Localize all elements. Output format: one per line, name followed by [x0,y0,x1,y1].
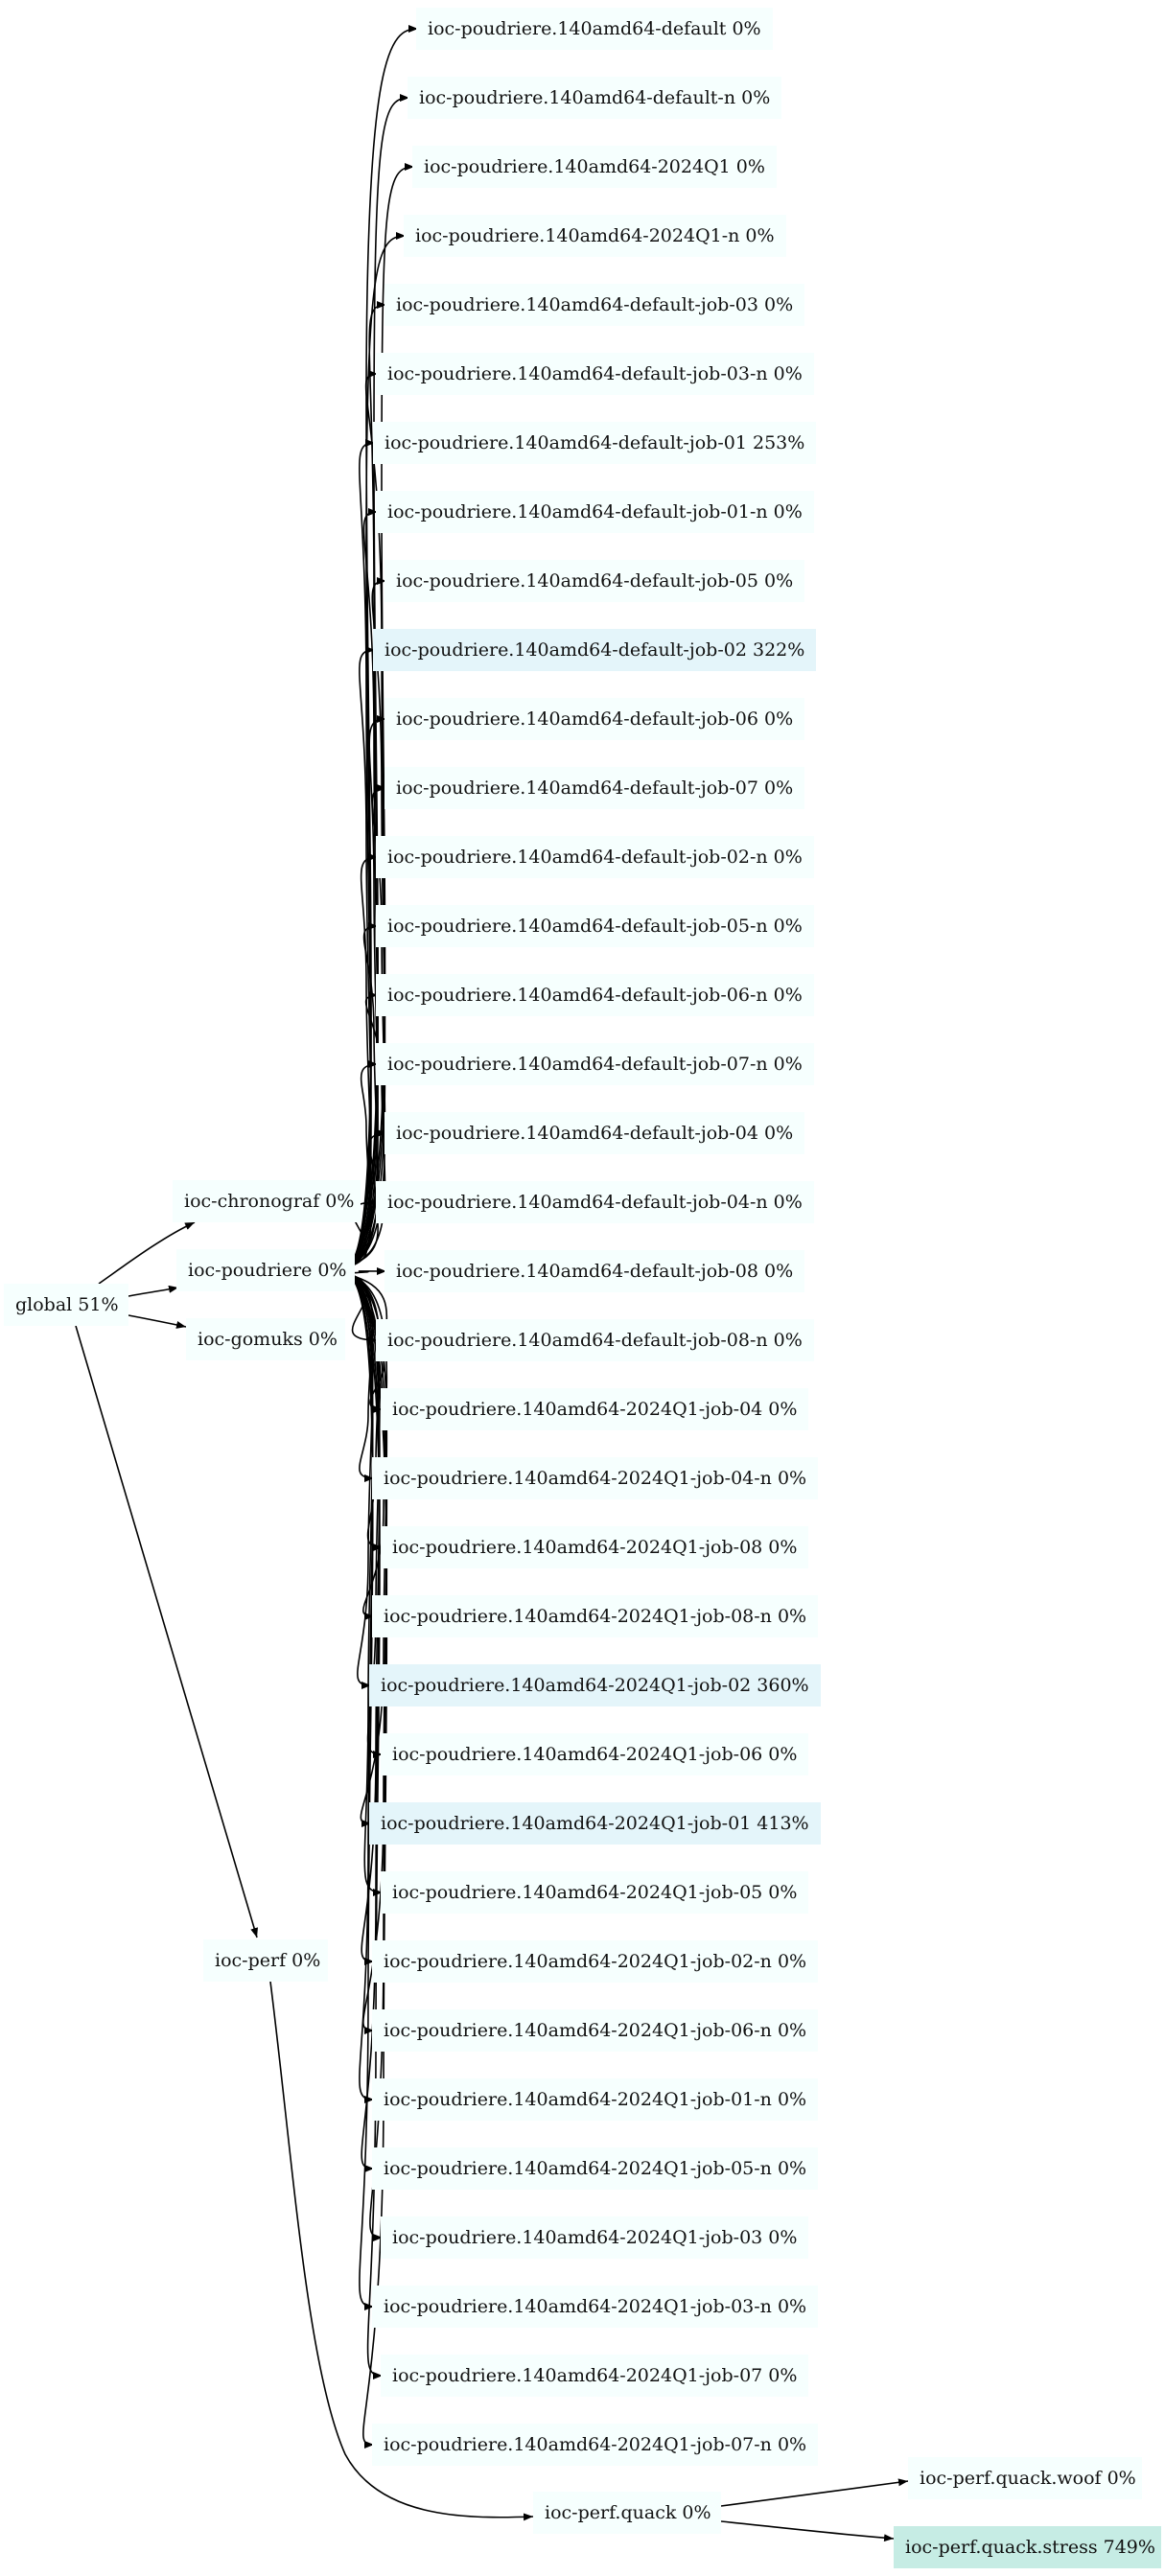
edge-global-chronograf [98,1221,196,1285]
node-jail-21[interactable]: ioc-poudriere.140amd64-2024Q1-job-04-n 0… [372,1457,819,1499]
node-jail-13[interactable]: ioc-poudriere.140amd64-default-job-05-n … [376,905,814,947]
node-ioc-perf[interactable]: ioc-perf 0% [203,1939,328,1982]
node-jail-0[interactable]: ioc-poudriere.140amd64-default 0% [416,8,773,50]
node-jail-15[interactable]: ioc-poudriere.140amd64-default-job-07-n … [376,1043,814,1085]
edge-poudriere-jail-31 [346,1273,381,2172]
node-ioc-gomuks[interactable]: ioc-gomuks 0% [186,1318,345,1360]
node-jail-6[interactable]: ioc-poudriere.140amd64-default-job-01 25… [373,422,817,464]
edge-poudriere-jail-33 [346,1273,375,2310]
edge-poudriere-jail-18 [346,1266,387,1275]
edge-poudriere-jail-34 [346,1273,384,2379]
node-jail-10[interactable]: ioc-poudriere.140amd64-default-job-06 0% [384,698,805,740]
node-jail-34[interactable]: ioc-poudriere.140amd64-2024Q1-job-07 0% [381,2355,809,2397]
node-jail-17[interactable]: ioc-poudriere.140amd64-default-job-04-n … [376,1181,814,1223]
edge-poudriere-jail-13 [346,922,379,1267]
node-jail-24[interactable]: ioc-poudriere.140amd64-2024Q1-job-02 360… [369,1664,821,1706]
edge-poudriere-jail-4 [346,301,387,1267]
node-jail-29[interactable]: ioc-poudriere.140amd64-2024Q1-job-06-n 0… [372,2009,819,2052]
node-ioc-perf-quack-stress[interactable]: ioc-perf.quack.stress 749% [894,2526,1161,2568]
node-jail-32[interactable]: ioc-poudriere.140amd64-2024Q1-job-03 0% [381,2216,809,2259]
edge-global-gomuks [128,1314,187,1329]
edge-quack-stress [720,2520,895,2542]
node-jail-9[interactable]: ioc-poudriere.140amd64-default-job-02 32… [373,629,817,671]
edge-global-poudriere [128,1285,179,1297]
node-jail-5[interactable]: ioc-poudriere.140amd64-default-job-03-n … [376,353,814,395]
edge-poudriere-jail-16 [346,1129,387,1267]
edge-poudriere-jail-21 [346,1273,375,1482]
edge-quack-woof [720,2478,909,2507]
node-jail-7[interactable]: ioc-poudriere.140amd64-default-job-01-n … [376,491,814,533]
node-jail-3[interactable]: ioc-poudriere.140amd64-2024Q1-n 0% [404,215,786,257]
edge-poudriere-jail-9 [346,646,376,1267]
node-jail-25[interactable]: ioc-poudriere.140amd64-2024Q1-job-06 0% [381,1733,809,1775]
node-ioc-perf-quack-woof[interactable]: ioc-perf.quack.woof 0% [908,2457,1142,2499]
node-jail-33[interactable]: ioc-poudriere.140amd64-2024Q1-job-03-n 0… [372,2286,819,2328]
node-jail-31[interactable]: ioc-poudriere.140amd64-2024Q1-job-05-n 0… [372,2147,819,2190]
node-jail-27[interactable]: ioc-poudriere.140amd64-2024Q1-job-05 0% [381,1871,809,1914]
node-jail-2[interactable]: ioc-poudriere.140amd64-2024Q1 0% [412,146,777,188]
node-jail-11[interactable]: ioc-poudriere.140amd64-default-job-07 0% [384,767,805,809]
edge-perf-quack [269,1981,534,2521]
node-jail-19[interactable]: ioc-poudriere.140amd64-default-job-08-n … [376,1319,814,1361]
node-ioc-perf-quack[interactable]: ioc-perf.quack 0% [533,2492,721,2534]
node-jail-12[interactable]: ioc-poudriere.140amd64-default-job-02-n … [376,836,814,878]
node-jail-18[interactable]: ioc-poudriere.140amd64-default-job-08 0% [384,1250,805,1292]
node-ioc-poudriere[interactable]: ioc-poudriere 0% [176,1249,355,1291]
edge-poudriere-jail-15 [346,1060,379,1267]
node-jail-16[interactable]: ioc-poudriere.140amd64-default-job-04 0% [384,1112,805,1154]
node-jail-35[interactable]: ioc-poudriere.140amd64-2024Q1-job-07-n 0… [372,2424,819,2466]
node-jail-20[interactable]: ioc-poudriere.140amd64-2024Q1-job-04 0% [381,1388,809,1430]
edge-poudriere-jail-35 [346,1273,388,2448]
edge-poudriere-jail-3 [346,232,407,1267]
node-jail-28[interactable]: ioc-poudriere.140amd64-2024Q1-job-02-n 0… [372,1940,819,1983]
node-jail-26[interactable]: ioc-poudriere.140amd64-2024Q1-job-01 413… [369,1802,821,1845]
edge-poudriere-jail-30 [346,1273,375,2103]
node-jail-4[interactable]: ioc-poudriere.140amd64-default-job-03 0% [384,284,805,326]
node-jail-8[interactable]: ioc-poudriere.140amd64-default-job-05 0% [384,560,805,602]
node-jail-23[interactable]: ioc-poudriere.140amd64-2024Q1-job-08-n 0… [372,1595,819,1637]
edge-global-perf [75,1325,258,1938]
node-jail-1[interactable]: ioc-poudriere.140amd64-default-n 0% [408,77,782,119]
edge-poudriere-jail-12 [346,853,379,1267]
node-jail-14[interactable]: ioc-poudriere.140amd64-default-job-06-n … [376,974,814,1016]
node-jail-30[interactable]: ioc-poudriere.140amd64-2024Q1-job-01-n 0… [372,2078,819,2121]
node-ioc-chronograf[interactable]: ioc-chronograf 0% [173,1180,361,1222]
node-jail-22[interactable]: ioc-poudriere.140amd64-2024Q1-job-08 0% [381,1526,809,1568]
node-global[interactable]: global 51% [4,1284,128,1326]
